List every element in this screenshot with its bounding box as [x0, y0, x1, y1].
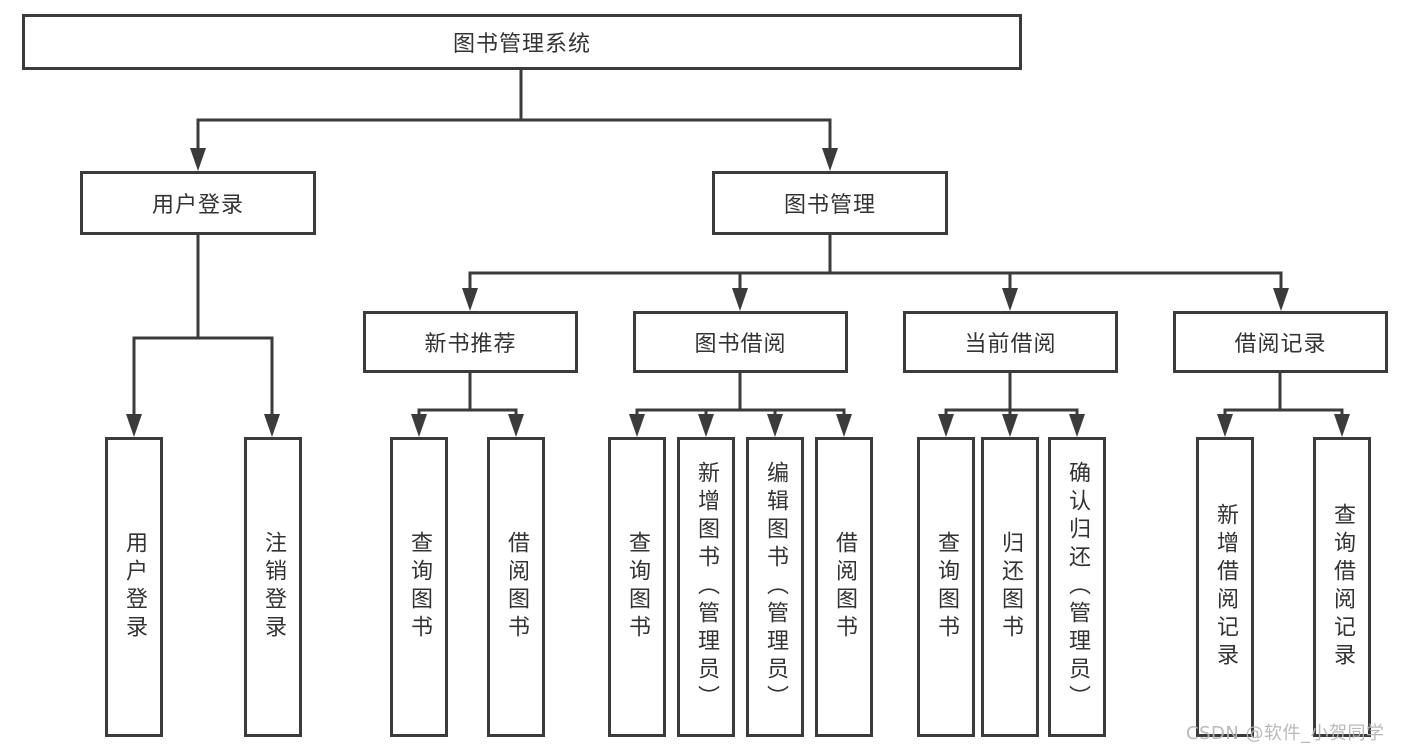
node-new-book-recommend: 新书推荐: [363, 311, 578, 373]
node-book-management-system: 图书管理系统: [22, 14, 1022, 70]
leaf-query-books-borrow: 查询图书: [608, 437, 666, 737]
arrowhead: [1334, 414, 1350, 437]
leaf-add-book-admin: 新增图书（管理员）: [677, 437, 735, 737]
leaf-query-books-current: 查询图书: [917, 437, 975, 737]
arrowhead: [126, 414, 142, 437]
watermark-text: CSDN @软件_小贺同学: [1186, 723, 1385, 744]
arrowhead: [1273, 288, 1289, 311]
leaf-borrow-books-recommend: 借阅图书: [487, 437, 545, 737]
arrowhead: [629, 414, 645, 437]
leaf-query-books-recommend: 查询图书: [390, 437, 448, 737]
leaf-borrow-books: 借阅图书: [815, 437, 873, 737]
arrowhead: [1069, 414, 1085, 437]
arrowhead: [698, 414, 714, 437]
arrowhead: [732, 288, 748, 311]
arrowhead: [508, 414, 524, 437]
leaf-user-login: 用户登录: [105, 437, 163, 737]
arrowhead: [190, 148, 206, 171]
arrowhead: [1002, 288, 1018, 311]
node-user-login: 用户登录: [80, 171, 316, 235]
leaf-confirm-return-admin: 确认归还（管理员）: [1048, 437, 1106, 737]
leaf-logout: 注销登录: [244, 437, 302, 737]
arrowhead: [1217, 414, 1233, 437]
arrowhead: [938, 414, 954, 437]
arrowhead: [264, 414, 280, 437]
leaf-query-borrow-record: 查询借阅记录: [1313, 437, 1371, 737]
arrowhead: [836, 414, 852, 437]
node-borrow-records: 借阅记录: [1173, 311, 1388, 373]
node-current-borrow: 当前借阅: [903, 311, 1118, 373]
arrowhead: [822, 148, 838, 171]
leaf-edit-book-admin: 编辑图书（管理员）: [746, 437, 804, 737]
node-book-borrow: 图书借阅: [633, 311, 848, 373]
arrowhead: [462, 288, 478, 311]
arrowhead: [411, 414, 427, 437]
leaf-add-borrow-record: 新增借阅记录: [1196, 437, 1254, 737]
leaf-return-books: 归还图书: [981, 437, 1039, 737]
node-book-management: 图书管理: [712, 171, 948, 235]
arrowhead: [767, 414, 783, 437]
arrowhead: [1002, 414, 1018, 437]
